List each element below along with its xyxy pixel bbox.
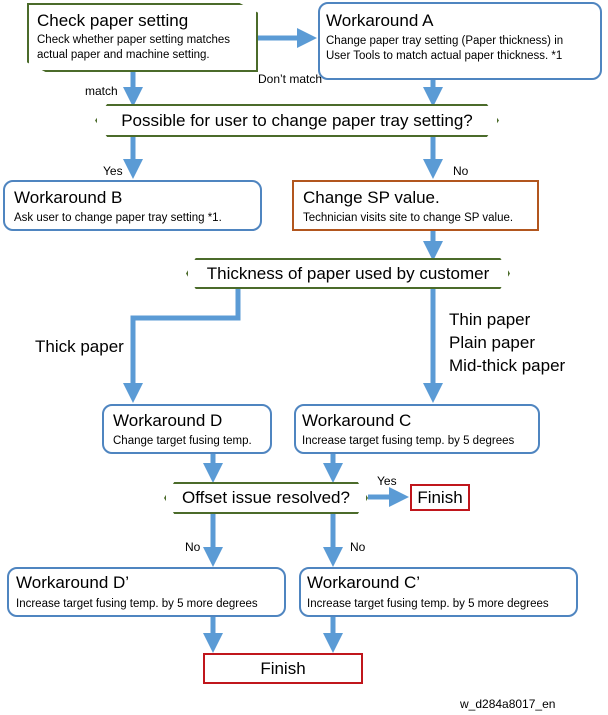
workaround-c-box: Workaround C Increase target fusing temp… — [294, 404, 540, 454]
label-yes-1: Yes — [103, 164, 123, 178]
figure-id: w_d284a8017_en — [460, 697, 556, 711]
workaround-c-prime-box: Workaround C’ Increase target fusing tem… — [299, 567, 578, 617]
arrow-thickness-to-d — [123, 289, 241, 403]
workaround-d-prime-desc: Increase target fusing temp. by 5 more d… — [16, 598, 258, 610]
label-no-right: No — [350, 540, 366, 554]
workaround-a-title: Workaround A — [326, 11, 434, 30]
workaround-a-desc-line1: Change paper tray setting (Paper thickne… — [326, 35, 564, 47]
workaround-a-box: Workaround A Change paper tray setting (… — [318, 2, 602, 80]
workaround-c-title: Workaround C — [302, 411, 412, 430]
finish-box-1: Finish — [410, 484, 470, 511]
workaround-d-prime-box: Workaround D’ Increase target fusing tem… — [7, 567, 286, 617]
workaround-d-desc: Change target fusing temp. — [113, 435, 252, 447]
workaround-c-prime-desc: Increase target fusing temp. by 5 more d… — [307, 598, 549, 610]
question-change-tray-setting: Possible for user to change paper tray s… — [95, 104, 499, 137]
label-dont-match: Don’t match — [258, 72, 323, 86]
finish-box-2: Finish — [203, 653, 363, 684]
label-no-1: No — [453, 164, 469, 178]
label-no-left: No — [185, 540, 201, 554]
question-offset-resolved: Offset issue resolved? — [164, 482, 368, 514]
check-paper-setting-box: Check paper setting Check whether paper … — [27, 3, 258, 72]
label-match: match — [85, 84, 118, 98]
workaround-a-desc-line2: User Tools to match actual paper thickne… — [326, 50, 563, 62]
label-mid-thick-paper: Mid-thick paper — [449, 356, 566, 375]
workaround-d-title: Workaround D — [113, 411, 223, 430]
change-sp-value-box: Change SP value. Technician visits site … — [292, 180, 539, 231]
label-thin-paper: Thin paper — [449, 310, 531, 329]
label-plain-paper: Plain paper — [449, 333, 536, 352]
label-yes-2: Yes — [377, 474, 397, 488]
check-paper-setting-title: Check paper setting — [37, 11, 189, 30]
label-thick-paper: Thick paper — [35, 337, 124, 356]
workaround-b-box: Workaround B Ask user to change paper tr… — [3, 180, 262, 231]
check-paper-setting-desc-line1: Check whether paper setting matches — [37, 34, 231, 46]
change-sp-value-desc: Technician visits site to change SP valu… — [303, 212, 514, 224]
change-sp-value-title: Change SP value. — [303, 188, 440, 207]
workaround-c-desc: Increase target fusing temp. by 5 degree… — [302, 435, 515, 447]
workaround-d-prime-title: Workaround D’ — [16, 573, 130, 592]
workaround-d-box: Workaround D Change target fusing temp. — [102, 404, 272, 454]
check-paper-setting-desc-line2: actual paper and machine setting. — [37, 49, 210, 61]
workaround-c-prime-title: Workaround C’ — [307, 573, 421, 592]
thickness-of-paper-box: Thickness of paper used by customer — [186, 258, 510, 289]
workaround-b-desc: Ask user to change paper tray setting *1… — [14, 212, 222, 224]
workaround-b-title: Workaround B — [14, 188, 123, 207]
